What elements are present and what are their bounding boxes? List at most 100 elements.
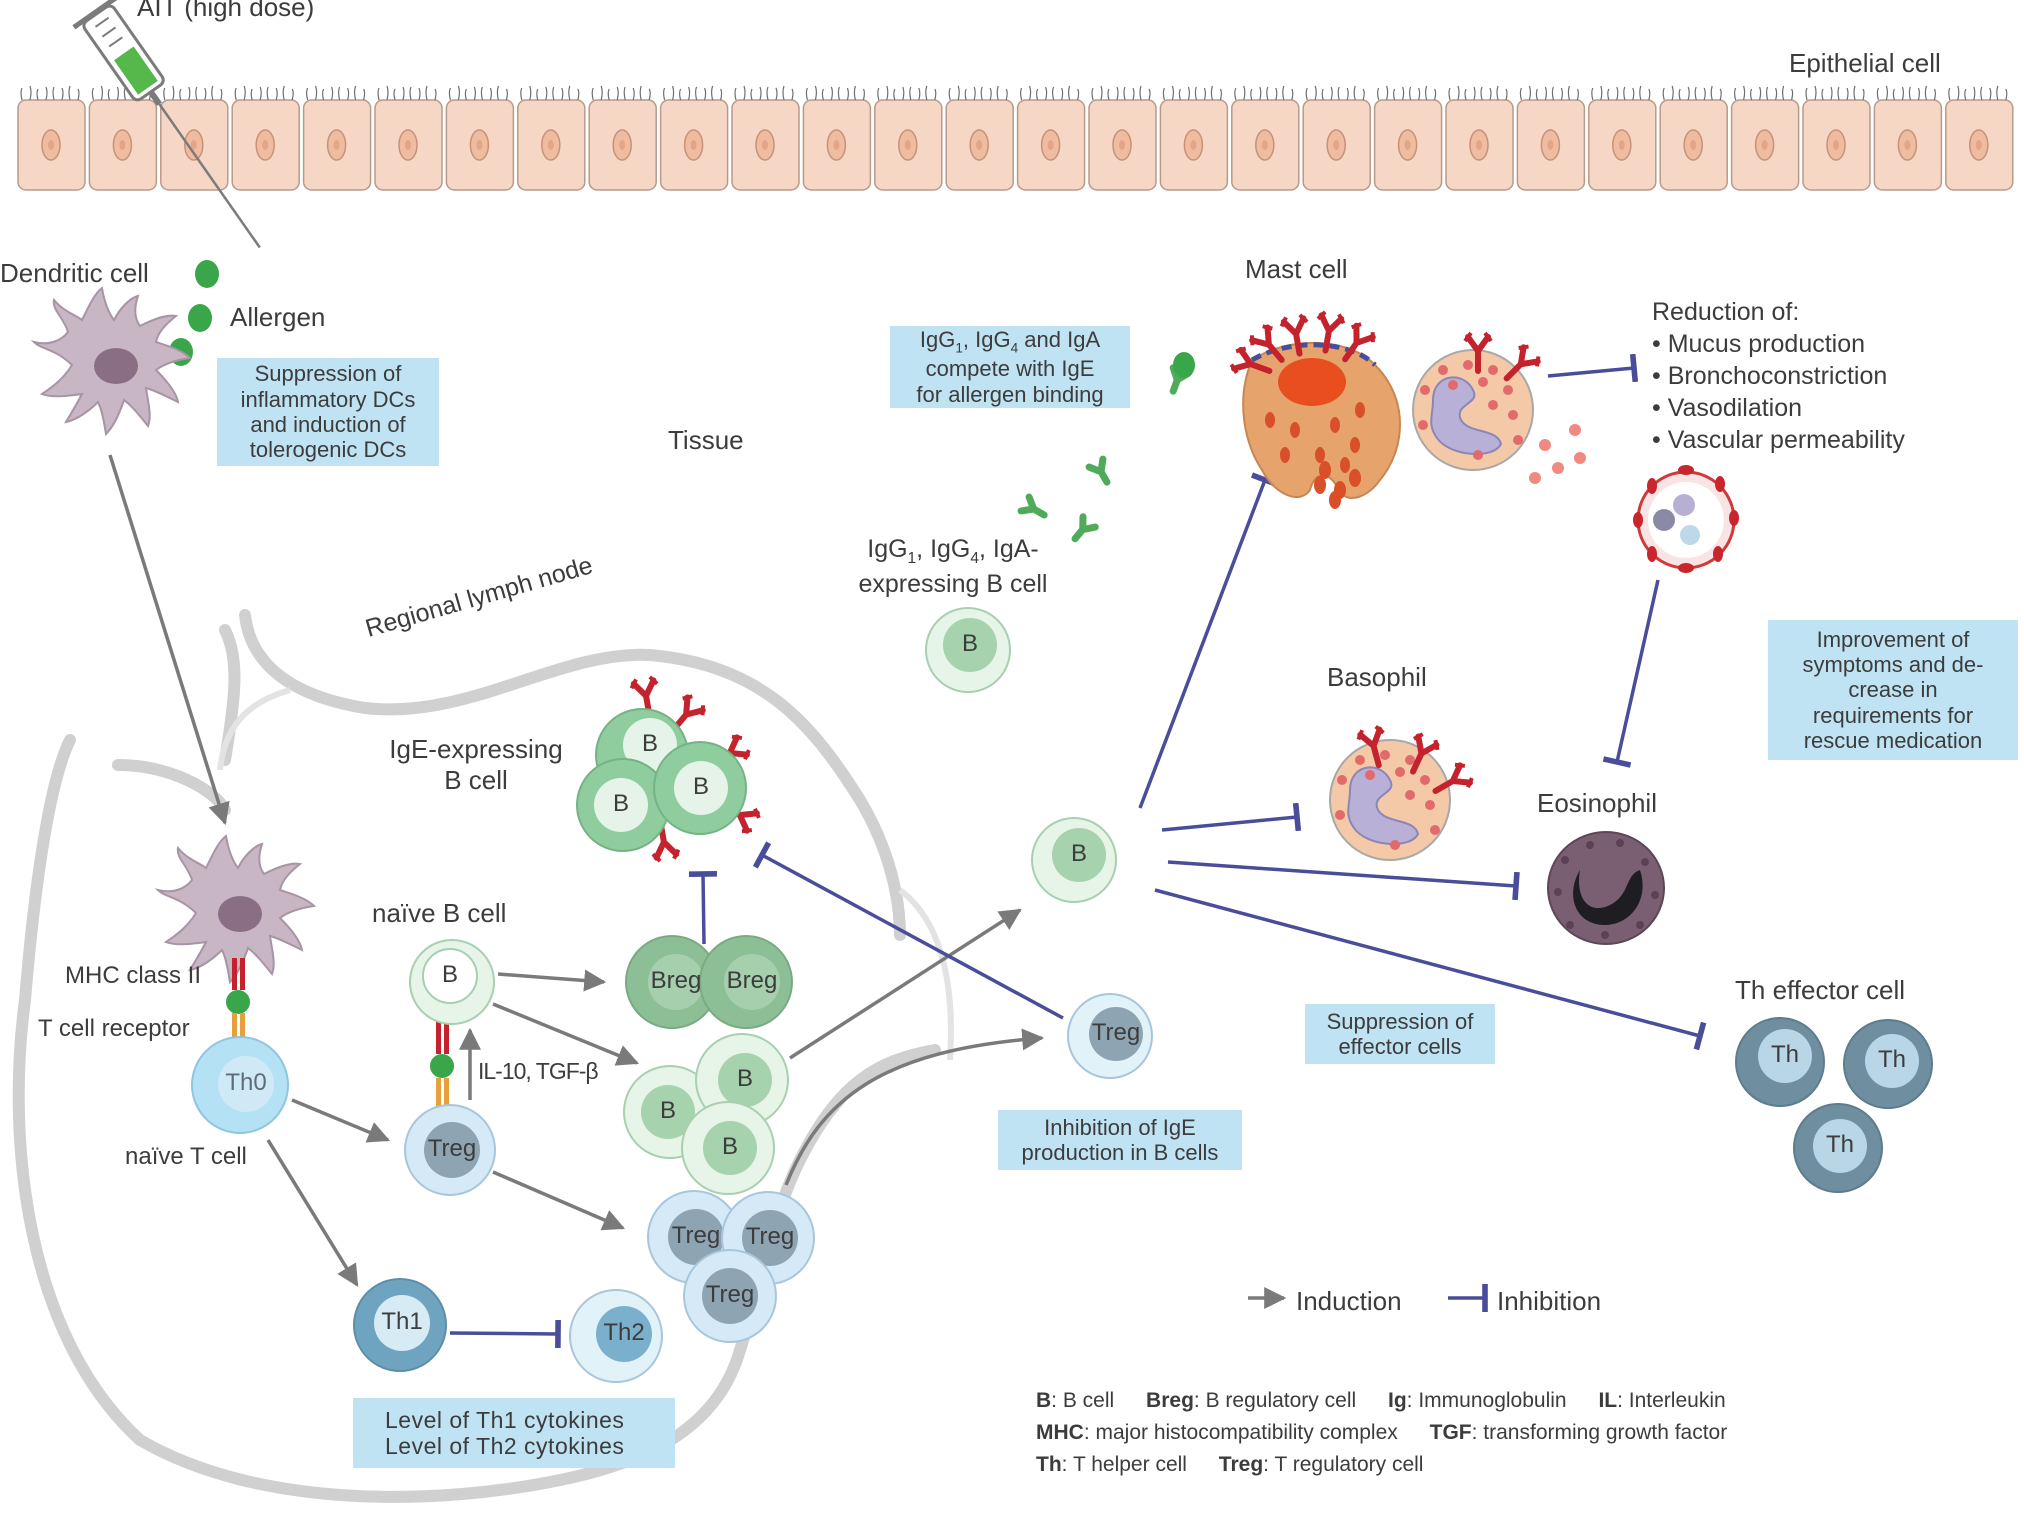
epithelial-cell [874,99,943,191]
cilia [1019,85,1080,101]
improvement-box: Improvement of symptoms and de- crease i… [1768,620,2018,760]
cilia [1091,85,1151,101]
naive-b-cell-label: naïve B cell [372,898,507,928]
syringe-icon [72,0,261,249]
legend-inhibition: Inhibition [1497,1286,1602,1316]
cell-label-th2: Th2 [603,1319,645,1346]
epithelial-cell [1873,99,1943,191]
cytokine-level-box: Level of Th1 cytokines Level of Th2 cyto… [353,1398,675,1468]
epithelial-cell [445,99,515,191]
cilia [1234,85,1294,101]
cilia [1448,85,1508,101]
dendritic-cell-icon [33,287,191,435]
inhibition-lines [449,353,1707,1349]
cilia [448,85,508,101]
dendritic-cell-label: Dendritic cell [0,258,149,288]
epithelial-cell [1516,99,1586,191]
cilia [1519,85,1580,101]
igg-antibodies [1021,352,1195,544]
th-effector-label: Th effector cell [1735,975,1906,1005]
suppression-dcs-box: Suppression of inflammatory DCs and indu… [217,358,439,466]
cell-label-treg: Treg [427,1135,477,1162]
cilia [1948,85,2008,101]
cell-label-breg: Breg [726,967,778,994]
cilia [1376,85,1437,101]
ige-b-cell-cluster [576,676,762,862]
treg-trio [647,1190,815,1343]
cilia [20,85,80,101]
naive-t-cell-label: naïve T cell [125,1143,247,1170]
reduction-list: Reduction of: • Mucus production • Bronc… [1652,298,1905,454]
cilia [306,85,366,101]
epithelial-cell [88,99,158,191]
epithelial-cell [802,99,872,191]
epithelial-cell [1159,99,1229,191]
cell-label-treg: Treg [671,1222,721,1249]
mast-cell-granulated-icon [1412,333,1586,484]
cilia [1162,85,1223,101]
cell-label-b: B [961,630,978,657]
epithelial-cell [659,99,729,191]
epithelial-cell [302,99,372,191]
epithelial-cell [1016,99,1086,191]
igg-compete-box: IgG1, IgG4 and IgA compete with IgE for … [890,326,1130,408]
b-cell-trio [623,1033,789,1195]
abbreviation-glossary: B: B cell Breg: B regulatory cell Ig: Im… [1036,1389,1728,1476]
cell-label-b: B [736,1065,753,1092]
cell-label-b: B [659,1097,676,1124]
mhc-class-ii-label: MHC class II [65,962,202,989]
cell-label-treg: Treg [705,1281,755,1308]
epithelial-cell [1088,99,1157,191]
cell-label-b: B [1070,840,1087,867]
eosinophil-label: Eosinophil [1537,788,1657,818]
breg-cells [625,935,793,1029]
epithelial-cell [1231,99,1300,191]
blood-vessel-icon [1633,465,1739,573]
mast-cell-label: Mast cell [1245,254,1348,284]
epithelial-cell [1945,99,2014,191]
cell-label-th: Th [1877,1046,1906,1073]
epithelial-cell [374,99,443,191]
cilia [234,85,294,101]
allergen-label: Allergen [230,302,326,332]
cell-label-th: Th [1770,1041,1799,1068]
cilia [520,85,580,101]
cell-label-b: B [441,961,458,988]
tissue-label: Tissue [668,425,744,455]
cilia [805,85,866,101]
igg-b-cell-label: IgG1, IgG4, IgA-expressing B cell [858,535,1048,598]
cell-label-th1: Th1 [381,1308,423,1335]
cell-label-treg: Treg [745,1223,795,1250]
epithelial-cell [231,99,300,191]
basophil-icon [1329,725,1475,861]
il10-tgf-label: IL-10, TGF-β [478,1058,599,1084]
th-effector-cells [1735,1017,1933,1193]
epithelial-cell [1659,99,1728,191]
epithelial-cell [588,99,657,191]
cell-label-breg: Breg [650,967,702,994]
cilia [662,85,723,101]
cilia [734,85,794,101]
cilia [1591,85,1651,101]
epithelial-cell [1445,99,1514,191]
cell-label-b: B [721,1133,738,1160]
cell-label-b: B [692,773,709,800]
basophil-label: Basophil [1327,662,1427,692]
cilia [163,85,223,101]
cilia [877,85,937,101]
epithelial-cell [1730,99,1800,191]
epithelial-cell [945,99,1014,191]
t-cell-receptor-label: T cell receptor [38,1015,190,1042]
epithelial-cell [1588,99,1657,191]
epithelial-cell [731,99,800,191]
inhibition-ige-box: Inhibition of IgE production in B cells [998,1110,1242,1170]
legend-induction: Induction [1296,1286,1402,1316]
induction-arrows [108,454,1045,1287]
mast-cell-icon [1229,311,1401,509]
cilia [1805,85,1865,101]
suppression-effector-box: Suppression of effector cells [1305,1004,1495,1064]
cilia [1733,85,1794,101]
